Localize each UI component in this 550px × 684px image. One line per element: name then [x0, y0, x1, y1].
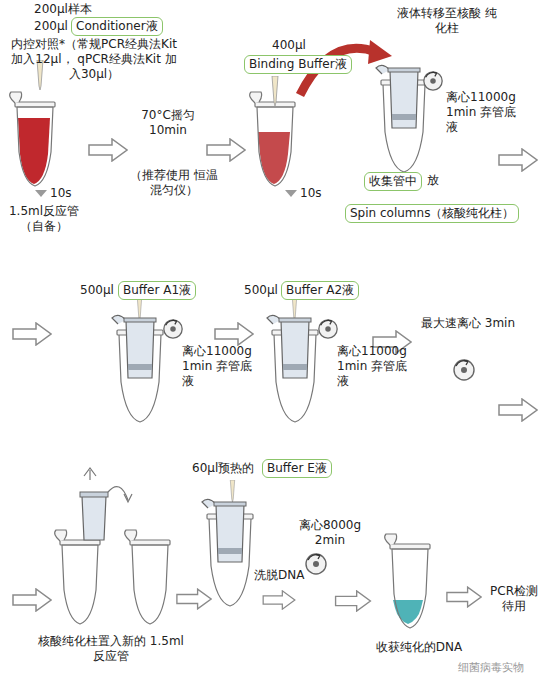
step-arrow: [13, 589, 51, 611]
reagent-box: Buffer A2液: [281, 281, 359, 300]
step-arrow: [215, 323, 253, 345]
pipette-tip: [272, 76, 278, 106]
pipette-tip: [137, 298, 141, 320]
amount-note: 60μl预热的: [192, 461, 262, 476]
centrifuge-note: 离心8000g 2min: [290, 518, 370, 548]
result-note: 收获纯化的DNA: [364, 640, 474, 655]
dna-tube: [385, 534, 430, 628]
reagent-box: Conditioner液: [71, 17, 163, 36]
reaction-tube: [55, 530, 100, 624]
amount-note: 500μl: [244, 283, 284, 298]
reagent-box: Buffer E液: [262, 459, 332, 478]
step-arrow: [499, 399, 537, 421]
reaction-tube: [250, 92, 295, 186]
box-text: Spin columns（核酸纯化柱）: [350, 206, 514, 220]
centrifuge-icon: [164, 320, 182, 338]
pipette-tip: [292, 298, 296, 320]
reagent-box: Binding Buffer液: [244, 55, 352, 74]
box-text: Buffer A2液: [286, 283, 354, 297]
step-note: 洗脱DNA: [254, 568, 314, 583]
centrifuge-icon: [424, 72, 442, 90]
step-arrow: [13, 323, 51, 345]
step-arrow: [336, 591, 371, 611]
spin-column: [267, 315, 318, 422]
tube-note: 1.5ml反应管 （自备）: [4, 204, 84, 234]
spin-column: [202, 499, 253, 606]
amount-note: 400μl: [272, 38, 322, 53]
centrifuge-note: 离心11000g 1min 弃管底液: [182, 344, 254, 389]
amount-note: 200μl: [34, 19, 74, 34]
amount-note: 200μl样本: [34, 2, 134, 17]
box-text: 收集管中: [369, 174, 417, 188]
transfer-note: 液体转移至核酸 纯化柱: [392, 6, 502, 36]
centrifuge-icon: [319, 320, 337, 338]
step-arrow: [263, 591, 295, 609]
joining-word: 放: [427, 173, 443, 188]
step-arrow: [207, 139, 245, 161]
centrifuge-icon: [454, 360, 474, 380]
pipette-tip: [230, 480, 234, 502]
centrifuge-note: 最大速离心 3min: [418, 316, 518, 331]
watermark: 细菌病毒实物: [458, 660, 544, 675]
step-arrow: [177, 589, 211, 609]
box-text: Binding Buffer液: [249, 57, 347, 71]
step-arrow: [89, 139, 127, 161]
step-note: 70°C摇匀 10min: [128, 108, 208, 138]
container-box: 收集管中: [364, 172, 422, 191]
centrifuge-note: 离心11000g 1min 弃管底液: [337, 344, 409, 389]
box-text: Buffer E液: [267, 461, 327, 475]
box-text: Buffer A1液: [123, 283, 191, 297]
column-box: Spin columns（核酸纯化柱）: [345, 204, 519, 223]
transfer-arrowhead: [368, 40, 392, 64]
spin-column: [112, 315, 163, 422]
time-note: 10s: [50, 186, 80, 201]
amount-note: 500μl: [80, 283, 120, 298]
control-note: 内控对照*（常规PCR经典法Kit 加入12μl， qPCR经典法Kit 加入3…: [6, 37, 182, 82]
centrifuge-icon: [306, 554, 326, 574]
vortex-mark: [35, 190, 47, 197]
centrifuge-note: 离心11000g 1min 弃管底液: [446, 90, 520, 135]
step-arrow: [447, 587, 481, 607]
step-arrow: [499, 149, 537, 171]
spin-column: [376, 65, 427, 172]
tip-note: （推荐使用 恒温混匀仪）: [126, 168, 222, 198]
time-note: 10s: [300, 186, 330, 201]
reaction-tube: [10, 92, 55, 186]
reagent-box: Buffer A1液: [118, 281, 196, 300]
lifted-column: [80, 468, 132, 540]
reaction-tube: [125, 530, 170, 624]
step-note: 核酸纯化柱置入新的 1.5ml反应管: [36, 634, 186, 664]
box-text: Conditioner液: [76, 19, 158, 33]
vortex-mark: [285, 190, 297, 197]
next-step-note: PCR检测 待用: [484, 584, 544, 614]
